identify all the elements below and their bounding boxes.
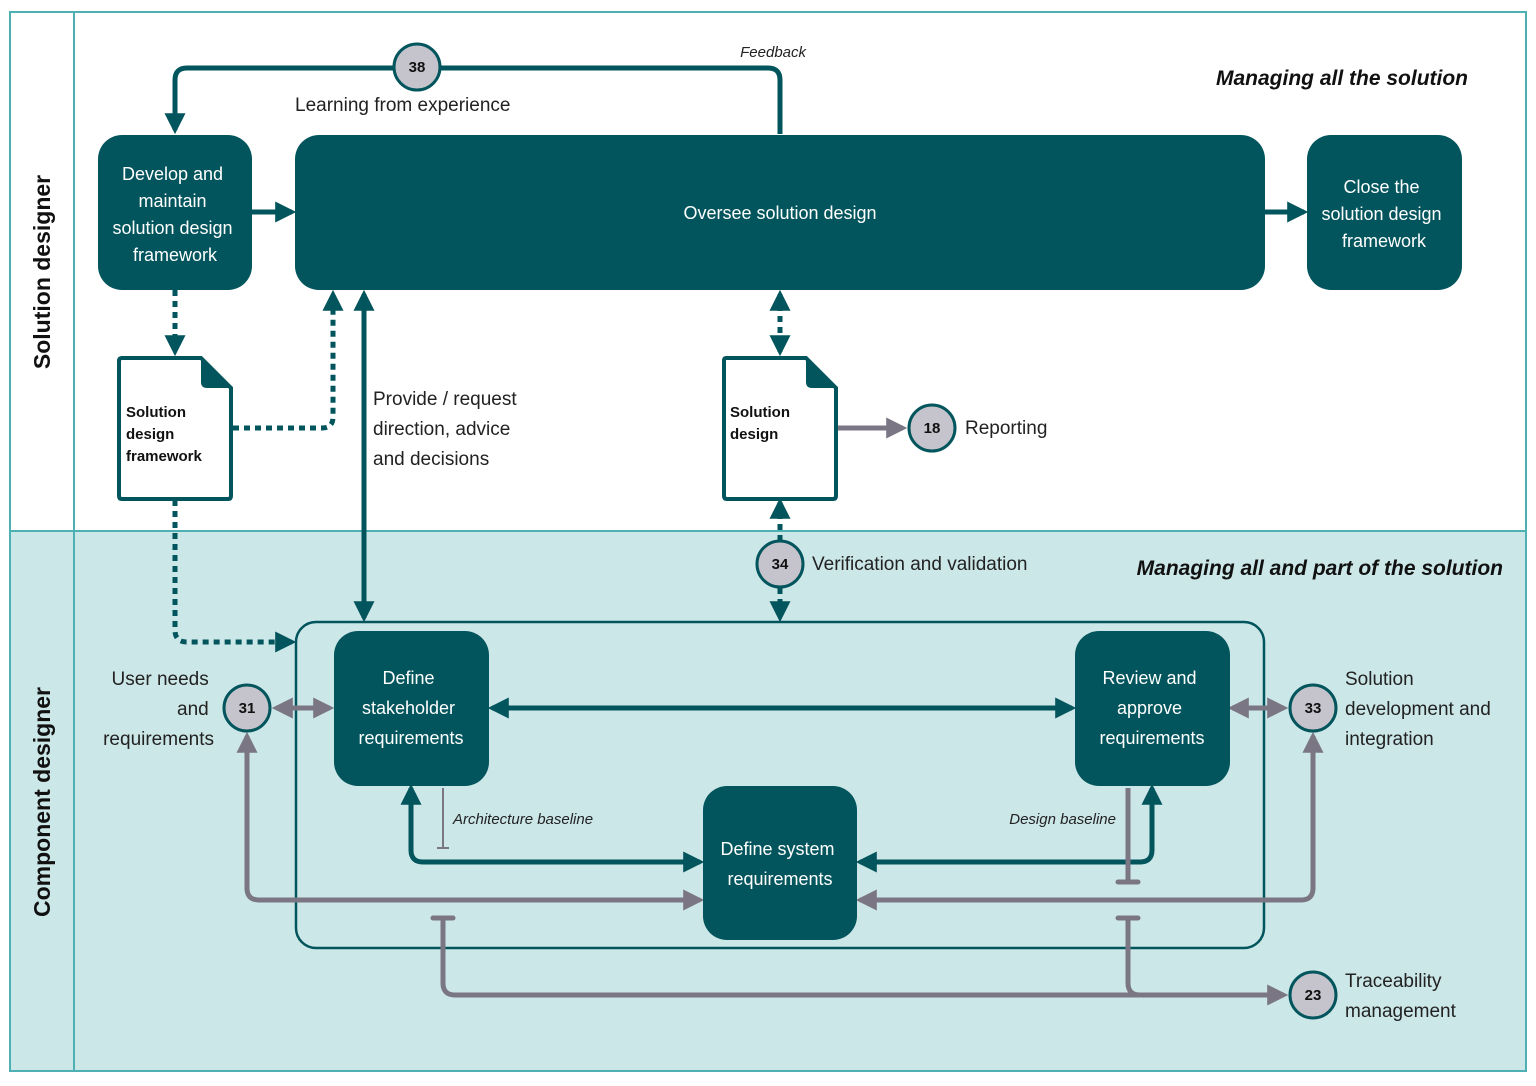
circle-31-user-needs[interactable]: 31 <box>222 683 272 733</box>
box-system-line: Define system <box>720 839 834 859</box>
doc-framework-line: design <box>126 426 174 443</box>
heading-managing-part: Managing all and part of the solution <box>1137 557 1503 580</box>
circle-23-traceability[interactable]: 23 <box>1288 970 1338 1020</box>
label-traceability: Traceability management <box>1345 971 1457 1022</box>
label-provide-request: Provide / request direction, advice and … <box>373 389 522 470</box>
box-develop-line: framework <box>133 245 218 265</box>
box-oversee-label: Oversee solution design <box>683 203 876 223</box>
circle-33-number: 33 <box>1305 700 1322 717</box>
svg-text:Solution design: Solution design <box>730 404 794 443</box>
label-solution-dev-line: development and <box>1345 699 1491 720</box>
traceability-arrow <box>440 918 1289 1006</box>
box-review-approve-requirements[interactable]: Review and approve requirements <box>1075 631 1230 786</box>
label-provide-line: and decisions <box>373 449 489 470</box>
document-solution-design-framework[interactable]: Solution design framework <box>117 356 233 501</box>
solution-dev-system-arrow <box>855 731 1324 911</box>
label-user-needs: User needs and requirements <box>103 669 214 750</box>
label-design-baseline: Design baseline <box>1009 811 1116 828</box>
label-user-needs-line: and <box>177 699 209 720</box>
svg-text:Develop and maintain: Develop and maintain solution design fra… <box>112 164 237 265</box>
svg-text:Define stakeholder: Define stakeholder requirements <box>358 668 463 748</box>
label-provide-line: direction, advice <box>373 419 510 440</box>
framework-doc-to-oversee-arrow <box>233 289 344 431</box>
box-develop-line: solution design <box>112 218 232 238</box>
label-learning-from-experience: Learning from experience <box>295 95 510 116</box>
label-solution-development: Solution development and integration <box>1345 669 1496 750</box>
box-close-line: Close the <box>1343 177 1419 197</box>
label-user-needs-line: requirements <box>103 729 214 750</box>
doc-framework-line: framework <box>126 448 203 465</box>
box-close-line: framework <box>1342 231 1427 251</box>
doc-framework-line: Solution <box>126 404 186 421</box>
label-solution-dev-line: Solution <box>1345 669 1414 690</box>
label-user-needs-line: User needs <box>112 669 209 690</box>
doc-solution-design-line: Solution <box>730 404 790 421</box>
circle-18-number: 18 <box>924 420 941 437</box>
svg-text:Define system requiremen: Define system requirements <box>720 839 839 889</box>
doc-solution-design-line: design <box>730 426 778 443</box>
box-review-line: approve <box>1117 698 1182 718</box>
lane-label-bottom: Component designer <box>29 687 55 917</box>
circle-18-reporting[interactable]: 18 <box>907 403 957 453</box>
box-close-line: solution design <box>1321 204 1441 224</box>
circle-38-number: 38 <box>409 59 426 76</box>
svg-text:Solution design fr: Solution design framework <box>126 404 203 465</box>
document-solution-design[interactable]: Solution design <box>722 356 838 501</box>
box-stakeholder-line: Define <box>382 668 434 688</box>
circle-38-learning[interactable]: 38 <box>392 42 442 92</box>
label-architecture-baseline: Architecture baseline <box>452 811 593 828</box>
circle-31-number: 31 <box>239 700 256 717</box>
feedback-loop-arrow <box>164 65 783 135</box>
box-close-framework[interactable]: Close the solution design framework <box>1307 135 1462 290</box>
heading-managing-all: Managing all the solution <box>1216 67 1468 90</box>
label-provide-line: Provide / request <box>373 389 517 410</box>
box-develop-line: Develop and <box>122 164 223 184</box>
label-verification-validation: Verification and validation <box>812 554 1027 575</box>
label-solution-dev-line: integration <box>1345 729 1434 750</box>
user-needs-system-arrow <box>236 731 705 911</box>
label-feedback: Feedback <box>740 44 807 61</box>
traceability-branch <box>1125 918 1141 998</box>
box-stakeholder-line: stakeholder <box>362 698 455 718</box>
circle-23-number: 23 <box>1305 987 1322 1004</box>
label-reporting: Reporting <box>965 418 1047 439</box>
box-system-line: requirements <box>727 869 832 889</box>
box-review-line: Review and <box>1102 668 1196 688</box>
circle-34-number: 34 <box>772 556 789 573</box>
box-oversee-solution-design[interactable]: Oversee solution design <box>295 135 1265 290</box>
box-review-line: requirements <box>1099 728 1204 748</box>
lane-label-top: Solution designer <box>29 175 55 369</box>
circle-34-verification[interactable]: 34 <box>755 539 805 589</box>
box-stakeholder-line: requirements <box>358 728 463 748</box>
box-develop-line: maintain <box>138 191 206 211</box>
svg-text:Close the solution desig: Close the solution design framework <box>1321 177 1446 251</box>
circle-33-solution-dev[interactable]: 33 <box>1288 683 1338 733</box>
box-define-stakeholder-requirements[interactable]: Define stakeholder requirements <box>334 631 489 786</box>
label-traceability-line: Traceability <box>1345 971 1442 992</box>
svg-text:Review and approve: Review and approve requirements <box>1099 668 1204 748</box>
box-define-system-requirements[interactable]: Define system requirements <box>703 786 857 940</box>
label-traceability-line: management <box>1345 1001 1457 1022</box>
box-develop-framework[interactable]: Develop and maintain solution design fra… <box>98 135 252 290</box>
